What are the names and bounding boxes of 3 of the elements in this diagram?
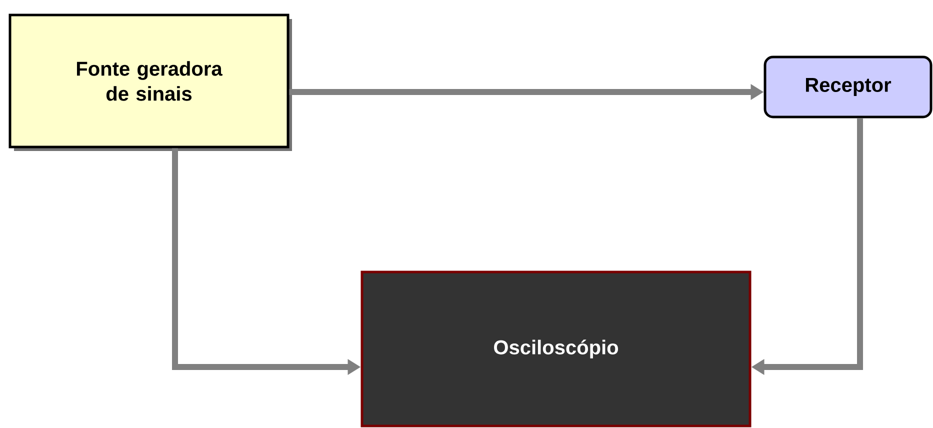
source-box: Fonte geradora de sinais xyxy=(8,14,290,148)
receiver-box: Receptor xyxy=(764,56,932,118)
oscilloscope-box: Osciloscópio xyxy=(360,270,752,428)
